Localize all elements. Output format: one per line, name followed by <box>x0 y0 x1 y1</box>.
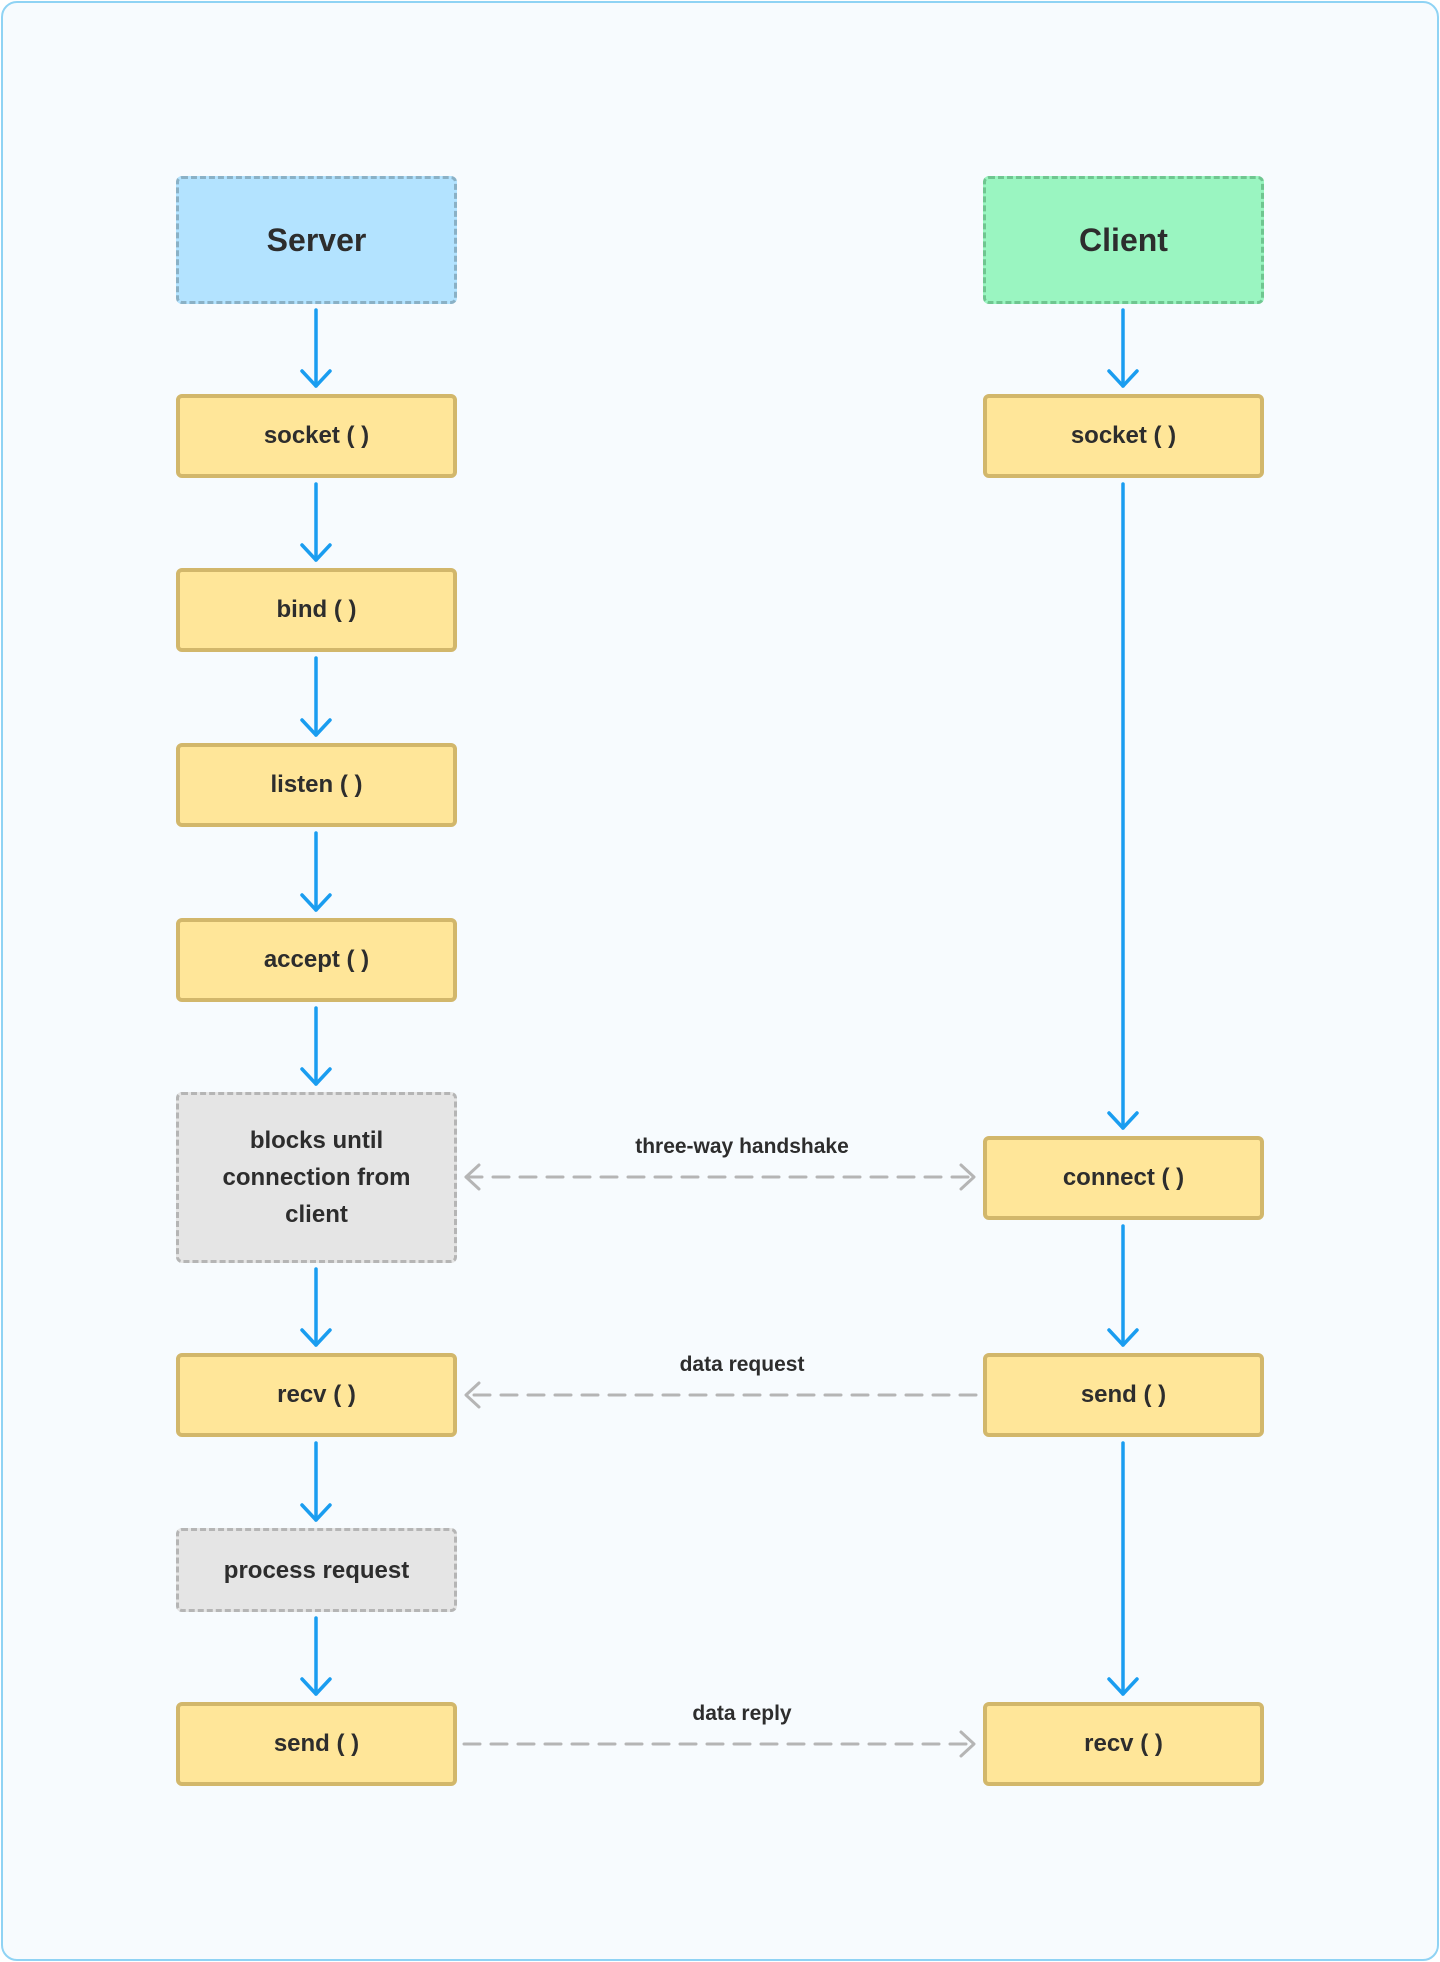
server-listen-step: listen ( ) <box>176 743 457 827</box>
data-reply-label: data reply <box>692 1702 792 1725</box>
server-header: Server <box>176 176 457 304</box>
server-flow-arrow-8 <box>300 1616 332 1696</box>
server-flow-arrow-7 <box>300 1441 332 1522</box>
server-recv-step: recv ( ) <box>176 1353 457 1437</box>
data-request-arrow <box>464 1381 978 1409</box>
server-process-note: process request <box>176 1528 457 1612</box>
server-bind-step: bind ( ) <box>176 568 457 652</box>
client-flow-arrow-1 <box>1107 308 1139 388</box>
data-request-label: data request <box>679 1353 805 1376</box>
client-connect-step: connect ( ) <box>983 1136 1264 1220</box>
server-send-step: send ( ) <box>176 1702 457 1786</box>
server-blocks-note: blocks until connection from client <box>176 1092 457 1263</box>
client-recv-step: recv ( ) <box>983 1702 1264 1786</box>
server-flow-arrow-1 <box>300 308 332 388</box>
server-flow-arrow-4 <box>300 831 332 912</box>
server-flow-arrow-2 <box>300 482 332 562</box>
client-flow-arrow-3 <box>1107 1224 1139 1347</box>
handshake-arrow <box>464 1163 976 1191</box>
client-flow-arrow-2 <box>1107 482 1139 1130</box>
exchange-arrows <box>462 1163 978 1758</box>
flow-arrows <box>300 308 1139 1696</box>
data-reply-arrow <box>462 1730 976 1758</box>
server-flow-arrow-6 <box>300 1267 332 1347</box>
server-socket-step: socket ( ) <box>176 394 457 478</box>
client-flow-arrow-4 <box>1107 1441 1139 1696</box>
server-accept-step: accept ( ) <box>176 918 457 1002</box>
client-header: Client <box>983 176 1264 304</box>
client-send-step: send ( ) <box>983 1353 1264 1437</box>
server-flow-arrow-5 <box>300 1006 332 1086</box>
client-socket-step: socket ( ) <box>983 394 1264 478</box>
handshake-label: three-way handshake <box>635 1135 849 1158</box>
server-flow-arrow-3 <box>300 656 332 737</box>
